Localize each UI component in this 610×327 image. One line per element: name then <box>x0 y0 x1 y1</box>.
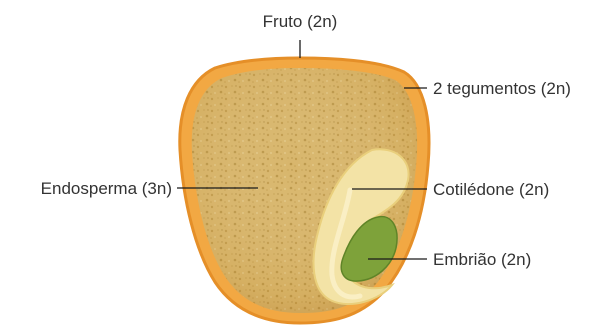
endosperm-label: Endosperma (3n) <box>41 179 172 198</box>
embryo-label: Embrião (2n) <box>433 250 531 269</box>
fruit-label: Fruto (2n) <box>263 12 338 31</box>
seed-coats-label: 2 tegumentos (2n) <box>433 79 571 98</box>
cotyledon-label: Cotilédone (2n) <box>433 180 549 199</box>
